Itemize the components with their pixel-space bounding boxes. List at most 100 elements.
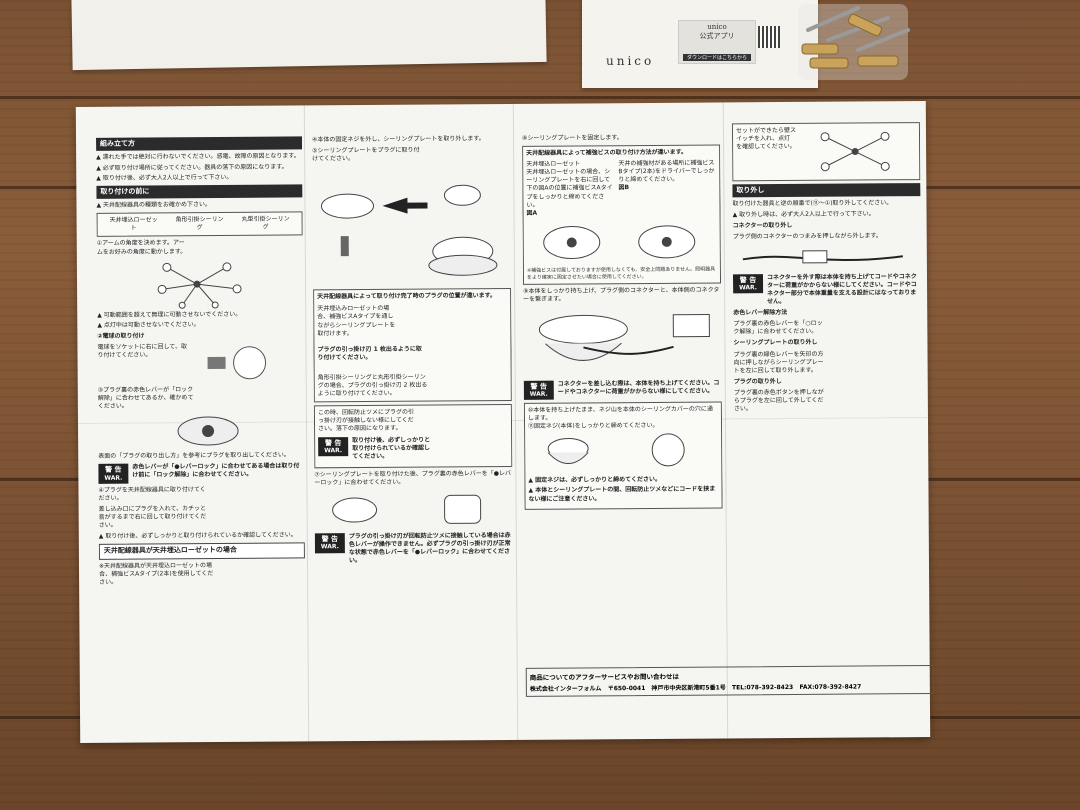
plug-remove-text: プラグ裏の赤色ボタンを押しながらプラグを左に回して外してください。: [733, 388, 824, 413]
screw-diagram: [543, 225, 696, 259]
rosette-method-text: 天井埋込ローゼットの場合、シーリングプレートを右に回して下の図Aの位置に補強ビス…: [526, 168, 613, 209]
lamp-on-diagram: [820, 131, 890, 172]
fixture-type-round: 丸型引掛シーリング: [241, 215, 290, 232]
screw-method-row: 天井埋込ローゼット 天井埋込ローゼットの場合、シーリングプレートを右に回して下の…: [526, 160, 716, 218]
step-insert: ④プラグを天井配線器具に取り付けてください。: [98, 485, 206, 502]
app-badge: unico 公式アプリ ダウンロードはこちらから: [678, 20, 756, 64]
check-text: 天井配線器具の種類をお確かめ下さい。: [96, 201, 302, 211]
rosette-heading: 天井配線器具が天井埋込ローゼットの場合: [98, 542, 305, 560]
fixture-types: 天井埋込ローゼット 角形引掛シーリング 丸型引掛シーリング: [96, 211, 303, 238]
arm-diagram: [157, 262, 242, 309]
fix-warning: 固定ネジは、必ずしっかりと締めてください。: [528, 476, 718, 485]
fixture-type-rosette: 天井埋込ローゼット: [109, 216, 158, 232]
company-tel: TEL:078-392-8423: [732, 683, 794, 692]
step-arm: ①アームの角度を決めます。アームをお好みの角度に動かします。: [96, 239, 187, 256]
plate-remove-text: プラグ裏の緑色レバーを矢印の方向に押しながらシーリングプレートを左に回して取り外…: [733, 350, 824, 375]
step-remove-screw: ④本体の固定ネジを外し、シーリングプレートを取り外します。: [312, 135, 485, 144]
assembly-heading: 組み立て方: [96, 136, 303, 152]
removal-connector-warning-text: コネクターを外す際は本体を持ち上げてコードやコネクターに荷重がかからない様にして…: [766, 272, 917, 306]
arm-warning-2: 点灯中は可動させないでください。: [97, 320, 303, 330]
step-attach-plate: ⑤シーリングプレートをプラグに取り付けてください。: [312, 146, 420, 163]
insert-text: 差し込み口にプラグを入れて、カチッと音がするまで右に回して取り付けてください。: [98, 505, 207, 530]
rosette-text: ※天井配線器具が天井埋込ローゼットの場合、補強ビスAタイプ(2本)を使用してくだ…: [98, 561, 214, 586]
step-plate-remove: シーリングプレートの取り外し: [733, 339, 818, 347]
assembly-warning-1: 濡れた手では絶対に行わないでください。感電、故障の原因となります。: [96, 153, 302, 163]
qr-code-icon: [758, 26, 780, 48]
caution-text: この時、回転防止ツメにプラグの引っ掛け刃が接触しない様にしてください。落下の原因…: [317, 408, 414, 433]
lever-diagram: [332, 494, 482, 524]
figure-a-label: 図A: [526, 209, 538, 217]
secure-warning-text: 取り付け後、必ずしっかりと取り付けられているか確認してください。: [352, 436, 431, 460]
before-heading: 取り付けの前に: [96, 184, 303, 199]
connector-warning-text: コネクターを差し込む際は、本体を持ち上げてください。コードやコネクターに荷重がか…: [557, 379, 720, 396]
column-removal: セットができたら壁スイッチを入れ、点灯を確認してください。 取り外し 取り付けた…: [731, 119, 924, 648]
screw-method-box: 天井配線器具によって補強ビスの取り付け方法が違います。 天井埋込ローゼット 天井…: [522, 144, 722, 286]
removal-warning: 取り外し時は、必ず大人2人以上で行って下さい。: [733, 210, 921, 219]
bulb-row: 電球をソケットに右に回して、取り付けてください。: [97, 342, 303, 383]
hook-method: 天井の補強材がある場所に補強ビスBタイプ(2本)をドライバーでしっかりと締めてく…: [618, 160, 716, 217]
hook-text: プラグの引っ掛け刃 1 枚出るように取り付けてください。: [317, 345, 422, 362]
fold-line: [512, 103, 519, 740]
company-fax: FAX:078-392-8427: [799, 683, 862, 691]
square-plate-text: 角形引掛シーリングと丸形引掛シーリングの場合、プラグの引っ掛け刃 2 枚出るよう…: [317, 373, 428, 398]
removal-intro: 取り付けた器具と逆の順番で(⑪〜①)取り外してください。: [732, 199, 893, 208]
column-assembly: 組み立て方 濡れた手では絶対に行わないでください。感電、故障の原因となります。 …: [96, 133, 306, 742]
floor-plank-line: [0, 96, 1080, 99]
arm-warning-1: 可動範囲を超えて無理に可動させないでください。: [97, 310, 303, 320]
screw-note: ※補強ビスは付属しておりますが使用しなくても、安全上問題ありません。照明器具をよ…: [526, 266, 716, 281]
unico-card: unico unico 公式アプリ ダウンロードはこちらから: [582, 0, 818, 88]
app-badge-app: 公式アプリ: [699, 32, 735, 40]
cover-diagram: [547, 433, 685, 467]
rosette-method: 天井埋込ローゼット 天井埋込ローゼットの場合、シーリングプレートを右に回して下の…: [526, 160, 615, 217]
bulb-diagram: [207, 346, 267, 380]
instruction-sheet: 組み立て方 濡れた手では絶対に行わないでください。感電、故障の原因となります。 …: [75, 101, 934, 743]
step-bulb: ②電球の取り付け: [97, 332, 145, 340]
cover-warning: 本体とシーリングプレートの間、回転防止ツメなどにコードを挟まない様にご注意くださ…: [528, 486, 718, 504]
app-badge-title: unico: [707, 23, 727, 31]
top-paper-sheet: [71, 0, 547, 71]
lever-release-text: プラグ裏の赤色レバーを「○ロック解除」に合わせてください。: [733, 320, 823, 336]
fold-line: [722, 102, 729, 739]
set-box: セットができたら壁スイッチを入れ、点灯を確認してください。: [731, 122, 921, 182]
assembly-warning-2: 必ず取り付け場所に従ってください。器具の落下の原因になります。: [96, 163, 302, 173]
position-box: 天井配線器具によって取り付け完了時のプラグの位置が違います。 天井埋込みローゼッ…: [313, 288, 512, 403]
step-plug: ③プラグ裏の赤色レバーが「ロック解除」に合わせてあるか、確かめてください。: [97, 386, 194, 410]
position-heading: 天井配線器具によって取り付け完了時のプラグの位置が違います。: [317, 292, 497, 301]
insert-warning: 取り付け後、必ずしっかりと取り付けられているか確認してください。: [99, 532, 305, 542]
column-fix: ⑧シーリングプレートを固定します。 天井配線器具によって補強ビスの取り付け方法が…: [522, 130, 724, 739]
screw-method-heading: 天井配線器具によって補強ビスの取り付け方法が違います。: [526, 148, 688, 157]
hook-method-text: 天井の補強材がある場所に補強ビスBタイプ(2本)をドライバーでしっかりと締めてく…: [618, 159, 715, 184]
plug-diagram: [177, 416, 239, 446]
plug-reference: 表面の「プラグの取り出し方」を参考にプラグを取り出してください。: [98, 451, 290, 461]
app-badge-button: ダウンロードはこちらから: [683, 54, 751, 61]
screws-bag: [798, 4, 910, 80]
cover-box: ⑩本体を持ち上げたまま、ネジ山を本体のシーリングカバーの穴に通します。 ⑪固定ネ…: [523, 401, 723, 510]
step-plug-remove: プラグの取り外し: [733, 377, 782, 386]
company-name: 株式会社インターフォルム: [529, 685, 602, 693]
step-fix-plate: ⑧シーリングプレートを固定します。: [521, 134, 623, 142]
bulb-text: 電球をソケットに右に回して、取り付けてください。: [97, 343, 188, 359]
service-bar: 商品についてのアフターサービスやお問い合わせは 株式会社インターフォルム 〒65…: [525, 664, 934, 697]
rosette-plate-text: 天井埋込みローゼットの場合、補強ビスAタイプを通しながらシーリングプレートを取付…: [317, 305, 396, 337]
fixture-type-square: 角形引掛シーリング: [175, 216, 224, 232]
column-plate: ④本体の固定ネジを外し、シーリングプレートを取り外します。 ⑤シーリングプレート…: [312, 132, 514, 741]
service-title: 商品についてのアフターサービスやお問い合わせは: [529, 672, 679, 682]
connector-remove-diagram: [742, 250, 903, 264]
connector-diagram: [538, 313, 710, 361]
caution-box: この時、回転防止ツメにプラグの引っ掛け刃が接触しない様にしてください。落下の原因…: [313, 404, 513, 469]
step-body: ⑨本体をしっかり持ち上げ、プラグ側のコネクターと、本体側のコネクターを繋ぎます。: [523, 286, 720, 304]
company-address: 〒650-0041 神戸市中央区新港町5番1号: [607, 684, 726, 693]
step-cover: ⑩本体を持ち上げたまま、ネジ山を本体のシーリングカバーの穴に通します。: [527, 405, 713, 423]
step-connector: コネクターの取り外し: [732, 221, 793, 230]
plate-diagram: [320, 185, 498, 277]
